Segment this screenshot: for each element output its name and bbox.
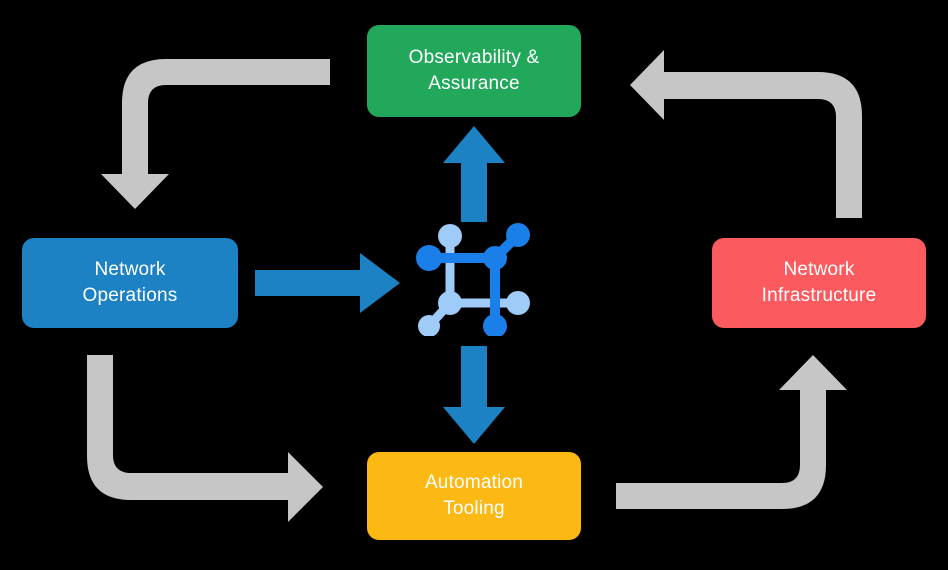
gray-arrow-observability-to-operations <box>101 59 330 209</box>
gray-arrow-operations-to-automation <box>87 355 323 522</box>
blue-arrow-down-to-automation <box>443 346 505 444</box>
gray-arrow-infrastructure-to-observability <box>630 50 862 218</box>
blue-arrow-up-to-observability <box>443 126 505 222</box>
gray-arrow-automation-to-infrastructure <box>616 355 847 509</box>
topology-light-nodes <box>418 224 530 336</box>
node-box-network-infrastructure[interactable]: Network Infrastructure <box>712 238 926 328</box>
topology-dark-nodes <box>416 223 530 336</box>
node-box-network-operations[interactable]: Network Operations <box>22 238 238 328</box>
network-topology-icon-svg <box>416 223 530 336</box>
blue-arrow-right-from-operations <box>255 253 400 313</box>
node-box-observability[interactable]: Observability & Assurance <box>367 25 581 117</box>
node-box-automation-tooling[interactable]: Automation Tooling <box>367 452 581 540</box>
network-topology-icon <box>415 218 535 336</box>
